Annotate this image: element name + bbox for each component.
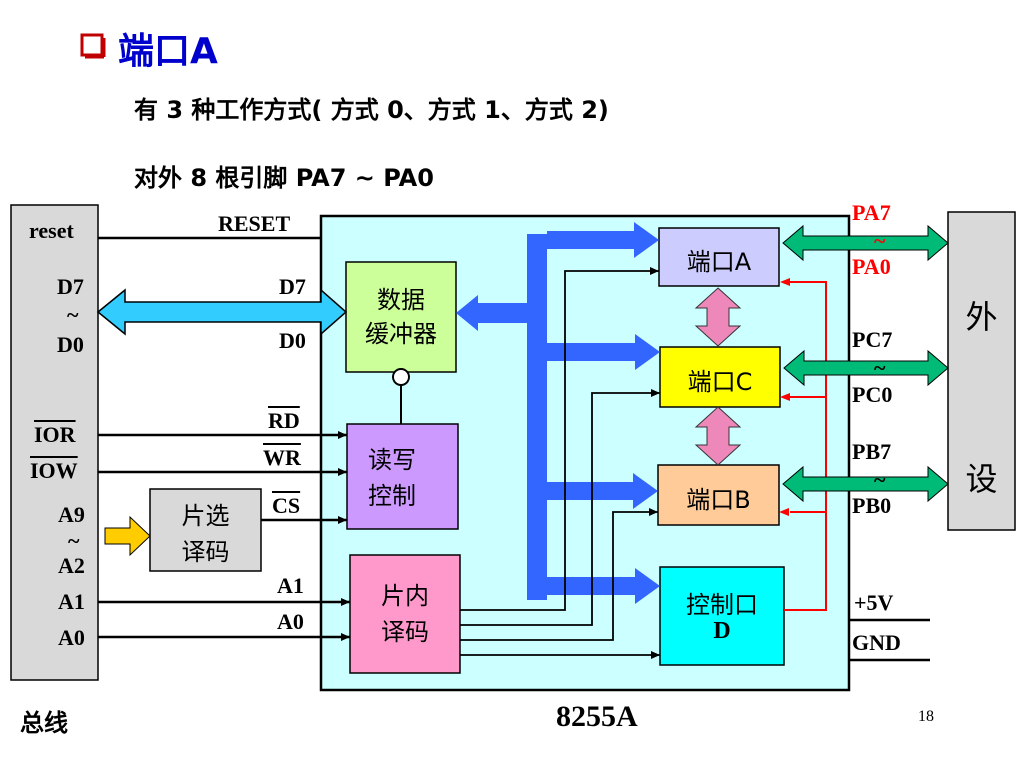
pink-arrows bbox=[694, 287, 742, 466]
bus-label-tilde-2: ~ bbox=[68, 528, 80, 553]
pin-label-a1: A1 bbox=[277, 573, 304, 598]
port-c-block bbox=[659, 346, 781, 408]
feedback-arrowheads bbox=[779, 278, 790, 516]
bus-label-a2: A2 bbox=[58, 553, 85, 578]
pin-label-pb0: PB0 bbox=[852, 493, 892, 518]
bus-wires bbox=[98, 236, 350, 639]
inner-decode-block bbox=[349, 554, 461, 674]
port-b-block bbox=[657, 464, 780, 526]
inner-decode-label-2: 译码 bbox=[381, 618, 429, 646]
bus-column bbox=[10, 204, 99, 681]
pin-label-cs: CS bbox=[272, 493, 301, 518]
rw-control-block bbox=[346, 423, 459, 530]
pin-label-pc7: PC7 bbox=[852, 327, 893, 352]
port-b-label: 端口B bbox=[686, 486, 751, 514]
bus-label-d0: D0 bbox=[57, 332, 84, 357]
feedback-lines bbox=[784, 281, 827, 611]
bus-label-a9: A9 bbox=[58, 502, 85, 527]
internal-bus bbox=[456, 222, 660, 604]
data-buffer-label-1: 数据 bbox=[377, 286, 425, 314]
control-port-label-1: 控制口 bbox=[686, 591, 758, 619]
pin-label-d0: D0 bbox=[279, 328, 306, 353]
pin-label-a0: A0 bbox=[277, 609, 304, 634]
data-buffer-block bbox=[345, 261, 457, 373]
pin-label-pa0: PA0 bbox=[852, 254, 891, 279]
port-c-label: 端口C bbox=[687, 368, 753, 396]
bus-caption: 总线 bbox=[20, 709, 68, 737]
rw-control-label-1: 读写 bbox=[368, 446, 416, 474]
peripheral-label-2: 设 bbox=[965, 460, 998, 498]
pin-label-vcc: +5V bbox=[854, 590, 894, 615]
pin-label-d7: D7 bbox=[279, 274, 306, 299]
data-bus-arrow bbox=[96, 288, 348, 336]
enable-bubble bbox=[392, 368, 410, 386]
decode-arrowheads bbox=[649, 267, 660, 659]
bus-label-iow: IOW bbox=[30, 458, 78, 483]
bus-label-a0: A0 bbox=[58, 625, 85, 650]
pin-label-pa7: PA7 bbox=[852, 200, 891, 225]
bus-label-reset: reset bbox=[29, 218, 74, 243]
pin-label-pb7: PB7 bbox=[852, 439, 892, 464]
data-buffer-label-2: 缓冲器 bbox=[365, 320, 437, 348]
bus-label-ior: IOR bbox=[34, 422, 76, 447]
pin-label-pc0: PC0 bbox=[852, 382, 893, 407]
port-a-label: 端口A bbox=[686, 248, 752, 276]
pin-label-reset: RESET bbox=[218, 211, 291, 236]
inner-decode-label-1: 片内 bbox=[381, 582, 429, 610]
slide-title: 端口A bbox=[118, 31, 218, 72]
body-line-2: 对外 8 根引脚 PA7 ~ PA0 bbox=[134, 164, 434, 192]
rw-control-label-2: 控制 bbox=[368, 482, 416, 510]
port-arrows bbox=[782, 224, 949, 503]
control-port-block bbox=[659, 566, 785, 666]
pin-label-pa-tilde: ~ bbox=[874, 228, 886, 253]
bus-arrowheads bbox=[338, 431, 350, 641]
bus-label-tilde-1: ~ bbox=[67, 302, 79, 327]
chip-select-label-2: 译码 bbox=[181, 538, 230, 566]
chip-select-label-1: 片选 bbox=[181, 502, 230, 530]
pin-label-pc-tilde: ~ bbox=[874, 355, 886, 380]
pin-label-gnd: GND bbox=[852, 630, 901, 655]
pin-label-rd: RD bbox=[268, 408, 300, 433]
body-line-1: 有 3 种工作方式( 方式 0、方式 1、方式 2) bbox=[134, 96, 609, 124]
control-port-label-2: D bbox=[713, 618, 731, 644]
peripheral-column bbox=[947, 211, 1016, 531]
peripheral-label-1: 外 bbox=[965, 298, 998, 336]
page-number: 18 bbox=[918, 708, 934, 725]
title-bullet-icon bbox=[80, 33, 104, 57]
address-arrow bbox=[104, 515, 151, 557]
bus-label-a1: A1 bbox=[58, 589, 85, 614]
port-a-block bbox=[658, 227, 780, 287]
pin-label-wr: WR bbox=[263, 445, 301, 470]
chip-select-block bbox=[149, 488, 262, 572]
chip-name: 8255A bbox=[556, 700, 638, 733]
decode-lines bbox=[460, 270, 660, 656]
pin-label-pb-tilde: ~ bbox=[874, 467, 886, 492]
bus-label-d7: D7 bbox=[57, 274, 84, 299]
